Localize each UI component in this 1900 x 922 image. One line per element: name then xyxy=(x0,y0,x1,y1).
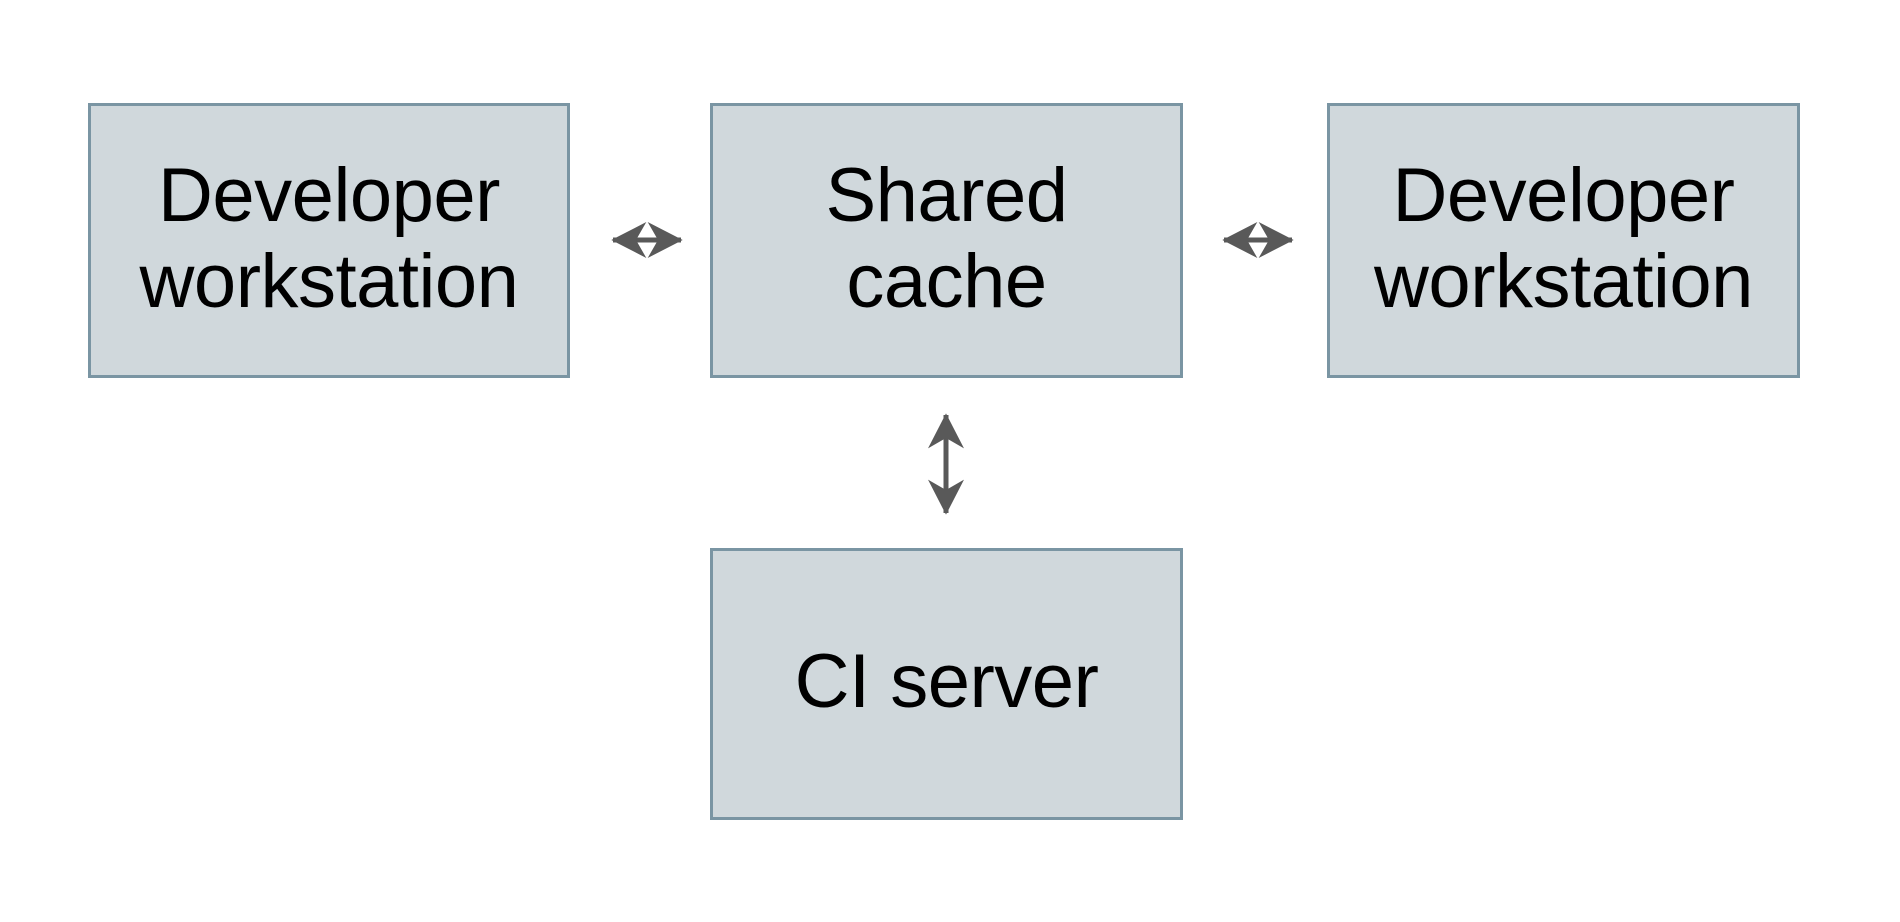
node-label-developer-workstation-left: Developer workstation xyxy=(139,153,519,324)
node-label-developer-workstation-right: Developer workstation xyxy=(1374,153,1753,324)
node-developer-workstation-right[interactable]: Developer workstation xyxy=(1327,103,1800,378)
node-shared-cache[interactable]: Shared cache xyxy=(710,103,1183,378)
node-label-shared-cache: Shared cache xyxy=(825,153,1068,324)
node-label-ci-server: CI server xyxy=(794,639,1099,725)
node-developer-workstation-left[interactable]: Developer workstation xyxy=(88,103,570,378)
node-ci-server[interactable]: CI server xyxy=(710,548,1183,820)
